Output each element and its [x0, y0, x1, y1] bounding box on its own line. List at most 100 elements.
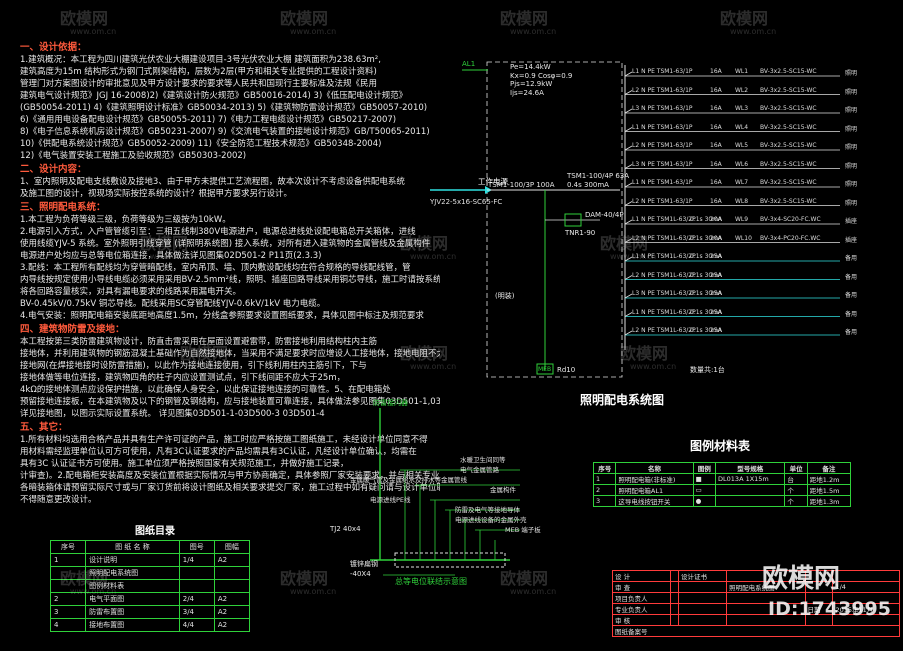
watermark-brand: 欧模网 — [280, 569, 329, 588]
note-line: 建筑高度为15m 结构形式为钢门式刚架结构，层数为2层(甲方和相关专业提供的工程… — [20, 67, 377, 77]
cable-spec: YJV22-5x16-SC65-FC — [430, 198, 503, 206]
note-line: 详见接地图，以图示实际设置系统。 详见图集03D501-1-03D500-3 0… — [20, 409, 325, 419]
design-notes: 一、设计依据： 1.建筑概况：本工程为四川建筑光伏农业大棚建设项目-3号光伏农业… — [20, 40, 440, 506]
title-block-cell: 审 核 — [611, 614, 672, 626]
circuit-rating: 16A — [710, 86, 722, 94]
equip-label: 电气金属管路 — [460, 466, 499, 474]
equipotential-labels: 水暖卫生间同等 电气金属管路 金属暖气管及金属给水及排水等金属管线 金属构件 电… — [350, 455, 541, 535]
catalog-cell: 2/4 — [178, 592, 215, 606]
note-line: 12)《电气装置安装工程施工及验收规范》GB50303-2002) — [20, 151, 247, 161]
note-line: 3.配线：本工程所有配线均为穿管暗配线，室内吊顶、墙、顶内敷设配线均在符合规格的… — [20, 263, 411, 273]
circuit-id: WL3 — [735, 105, 749, 112]
breaker-symbol — [624, 256, 633, 262]
circuit-use: 照明 — [845, 162, 858, 170]
legend-cell: 个 — [784, 484, 808, 496]
title-block-cell — [677, 603, 728, 615]
wire-label: TJ2 40x4 — [330, 525, 361, 533]
circuit-breaker: L2 N PE TSM1-63/1P — [632, 197, 693, 205]
note-line: 预留接地连接板，在本建筑物及以下的钢管及钢结构，应与接地装置可靠连接，具体做法参… — [20, 397, 440, 407]
catalog-row: 照明配电系统图 — [49, 566, 251, 580]
circuit-breaker: L1 N PE TSM1L-63/2P — [632, 308, 696, 316]
breaker-symbol — [624, 219, 633, 225]
watermark-url: www.om.cn — [290, 27, 337, 36]
circuit-cable: BV-3x2.5-SC15-WC — [760, 179, 817, 186]
equip-label: 防雷及电气等接地导体 — [455, 506, 520, 514]
title-block-cell — [670, 603, 679, 615]
note-line: 内导线按规定使用小导线电缆必须采用采用BV-2.5mm²线，照明、插座回路导线采… — [20, 275, 440, 285]
circuit-rating: 16A — [710, 105, 722, 112]
watermark-brand: 欧模网 — [720, 9, 769, 28]
note-line: 用材料需经监理单位认可方可使用，凡有3C认证要求的产品均需具有3C认证，凡经设计… — [20, 447, 417, 457]
circuit-use: 备用 — [845, 310, 858, 318]
catalog-cell: A2 — [213, 592, 251, 606]
breaker-symbol — [624, 90, 633, 95]
note-line: 管理门对方案图设计的审批意见及甲方设计要求的要求等人民共和国现行主要标准及法规《… — [20, 79, 378, 89]
circuit-rcd: 0.1s 30mA — [690, 271, 723, 279]
legend-header: 图例 — [692, 462, 717, 474]
breaker-symbol — [624, 330, 633, 336]
circuit-cable: BV-3x2.5-SC15-WC — [760, 68, 817, 75]
watermark-brand: 欧模网 — [600, 234, 649, 253]
breaker-symbol — [624, 201, 633, 206]
catalog-title: 图纸目录 — [135, 526, 175, 537]
catalog-cell: A2 — [213, 618, 251, 632]
watermark-id: ID:1743995 — [768, 598, 891, 620]
title-block-footer: 图纸备案号 — [612, 625, 900, 637]
circuit-breaker: L3 N PE TSM1L-63/2P — [632, 290, 696, 297]
catalog-cell: A2 — [213, 605, 251, 619]
circuit-id: WL6 — [735, 160, 749, 168]
note-line: 接地体，并利用建筑物的钢筋混凝土基础作为自然接地体，当采用不满足要求时应增设人工… — [20, 349, 440, 359]
catalog-header: 图 纸 名 称 — [85, 540, 180, 554]
note-line: 4kΩ的接地体测点应设保护措施，以此确保人身安全，以此保证接地连接的可靠性。5、… — [20, 385, 391, 395]
legend-title: 图例材料表 — [690, 439, 751, 453]
breaker-symbol — [624, 71, 633, 77]
circuit-breaker: L2 N PE TSM1L-63/2P — [632, 271, 696, 279]
circuit-rating: 16A — [710, 68, 722, 75]
circuit-breaker: L1 N PE TSM1-63/1P — [632, 179, 693, 186]
circuit-cable: BV-3x4-SC20-FC.WC — [760, 216, 821, 223]
circuit-id: WL2 — [735, 86, 749, 94]
legend-cell — [715, 484, 786, 496]
catalog-header: 图幅 — [213, 540, 251, 554]
circuit-rcd: 0.1s 30mA — [690, 253, 723, 260]
title-block-cell: 日期 — [804, 603, 834, 615]
note-line: 及施工图的设计，视现场实际按控系统的设计？根据甲方要求另行设计。 — [20, 189, 293, 199]
circuit-id: WL8 — [735, 197, 749, 205]
circuit-use: 照明 — [845, 181, 858, 188]
circuit-rating: 16A — [710, 160, 722, 168]
circuit-breaker: L1 N PE TSM1-63/1P — [632, 68, 693, 75]
watermark-url: www.om.cn — [70, 27, 117, 36]
circuit-use: 照明 — [845, 125, 858, 133]
legend-cell: 这导电线按钮开关 — [615, 495, 694, 507]
title-block-cell — [670, 614, 679, 626]
legend-cell: 距地1.5m — [806, 484, 852, 496]
notes-heading-design-content: 二、设计内容： — [20, 164, 87, 175]
note-line: 8)《电子信息系统机房设计规范》GB50231-2007) 9)《交流电气装置的… — [20, 127, 430, 137]
circuit-rating: 16A — [710, 142, 722, 149]
circuit-rating: 20A — [710, 216, 722, 223]
circuit-id: WL1 — [735, 68, 749, 75]
note-line: 具有3C 认证证书方可使用。施工单位须严格按照国家有关规范施工，并做好施工记录， — [20, 459, 349, 469]
circuit-rcd: 0.1s 30mA — [690, 216, 723, 223]
legend-cell: 照明配电箱(非标准) — [615, 473, 694, 485]
legend-cell: 台 — [784, 473, 808, 485]
circuit-use: 备用 — [845, 292, 858, 299]
circuit-rcd: 0.1s 30mA — [690, 308, 723, 316]
circuit-breaker: L1 N PE TSM1-63/1P — [632, 123, 693, 131]
watermark-url: www.om.cn — [70, 587, 117, 596]
catalog-cell: A2 — [213, 553, 251, 567]
watermark-brand: 欧模网 — [140, 234, 189, 253]
watermark-brand: 欧模网 — [280, 9, 329, 28]
legend-header: 名称 — [615, 462, 694, 474]
legend-header: 序号 — [592, 462, 617, 474]
notes-heading-grounding: 四、建筑物防雷及接地： — [20, 324, 125, 335]
watermark-brand: 欧模网 — [180, 344, 229, 363]
note-line: BV-0.45kV/0.75kV 铜芯导线。配线采用SC穿管配线YJV-0.6k… — [20, 299, 326, 309]
note-line: 接地网(在焊接地接时设防雷措施)，以此作为接地连接使用，引下线利用柱内主筋引下，… — [20, 361, 367, 371]
equip-label: 水暖卫生间同等 — [460, 456, 506, 464]
